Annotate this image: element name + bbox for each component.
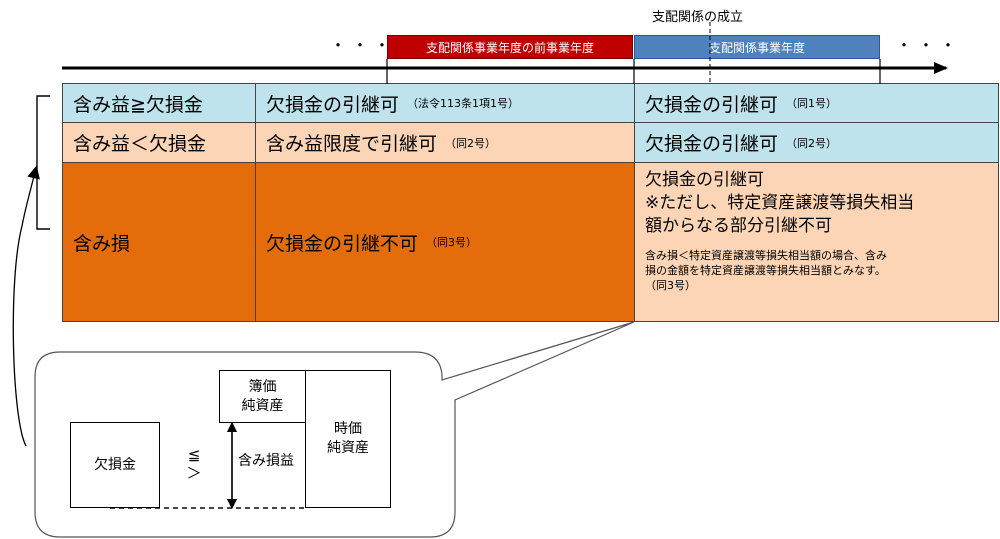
timeline-dots-right: ・・・ (896, 36, 963, 55)
current-year-label: 支配関係事業年度 (708, 40, 805, 55)
row1-condition-text: 含み益≧欠損金 (73, 93, 203, 116)
row1-prev-text: 欠損金の引継可 (266, 93, 400, 116)
row1-current: 欠損金の引継可 （同1号） (634, 83, 999, 123)
row2-condition-text: 含み益＜欠損金 (73, 133, 207, 155)
row1-current-note: （同1号） (786, 97, 838, 110)
unrealized-label-front: 含み損益 (238, 452, 294, 471)
timeline-arrow-head (934, 62, 948, 74)
row2-condition: 含み益＜欠損金 (62, 122, 256, 163)
row1-current-text: 欠損金の引継可 (645, 93, 779, 116)
row3-current-line3: 額からなる部分引継不可 (645, 216, 832, 236)
loss-box-front: 欠損金 (70, 422, 160, 508)
row1-prev-note: （法令113条1項1号） (407, 97, 520, 110)
row2-current-text: 欠損金の引継可 (645, 133, 779, 155)
row1-condition: 含み益≧欠損金 (62, 83, 256, 123)
row1-prev: 欠損金の引継可 （法令113条1項1号） (255, 83, 635, 123)
current-year-box: 支配関係事業年度 (634, 35, 880, 59)
row2-current: 欠損金の引継可 （同2号） (634, 122, 999, 163)
prev-year-label: 支配関係事業年度の前事業年度 (425, 40, 594, 55)
row3-current: 欠損金の引継可 ※ただし、特定資産譲渡等損失相当 額からなる部分引継不可 含み損… (634, 162, 999, 322)
market-label-1-front: 時価 (334, 421, 362, 437)
row3-current-line1: 欠損金の引継可 (645, 170, 764, 190)
book-label-1-front: 簿価 (248, 378, 277, 395)
row3-prev-text: 欠損金の引継不可 (266, 232, 419, 255)
loss-label-front: 欠損金 (94, 456, 136, 473)
row3-current-note2: 損の金額を特定資産譲渡等損失相当額とみなす。 (645, 264, 886, 277)
book-label-2-front: 純資産 (241, 397, 284, 414)
row3-prev-note: （同3号） (426, 236, 478, 249)
row2-current-note: （同2号） (786, 136, 838, 150)
row3-current-line2: ※ただし、特定資産譲渡等損失相当 (645, 193, 915, 213)
row3-condition-text: 含み損 (73, 232, 131, 255)
row3-prev: 欠損金の引継不可 （同3号） (255, 162, 635, 322)
row3-condition: 含み損 (62, 162, 256, 322)
market-value-box-front: 時価 純資産 (305, 370, 391, 508)
book-value-box-front: 簿価 純資産 (219, 370, 306, 423)
compare-symbol-front: ≦ ＞ (186, 446, 202, 482)
timeline-dots-left: ・・・ (330, 36, 397, 55)
row3-current-note3: （同3号） (645, 279, 696, 292)
curved-arrow (12, 165, 40, 447)
left-bracket (36, 95, 50, 230)
establish-label: 支配関係の成立 (652, 10, 744, 25)
row2-prev-note: （同2号） (445, 136, 497, 150)
market-label-2-front: 純資産 (327, 440, 369, 456)
row3-current-note1: 含み損＜特定資産譲渡等損失相当額の場合、含み (645, 249, 887, 262)
row2-prev-text: 含み益限度で引継可 (266, 133, 438, 155)
prev-year-box: 支配関係事業年度の前事業年度 (387, 35, 633, 59)
row2-prev: 含み益限度で引継可 （同2号） (255, 122, 635, 163)
